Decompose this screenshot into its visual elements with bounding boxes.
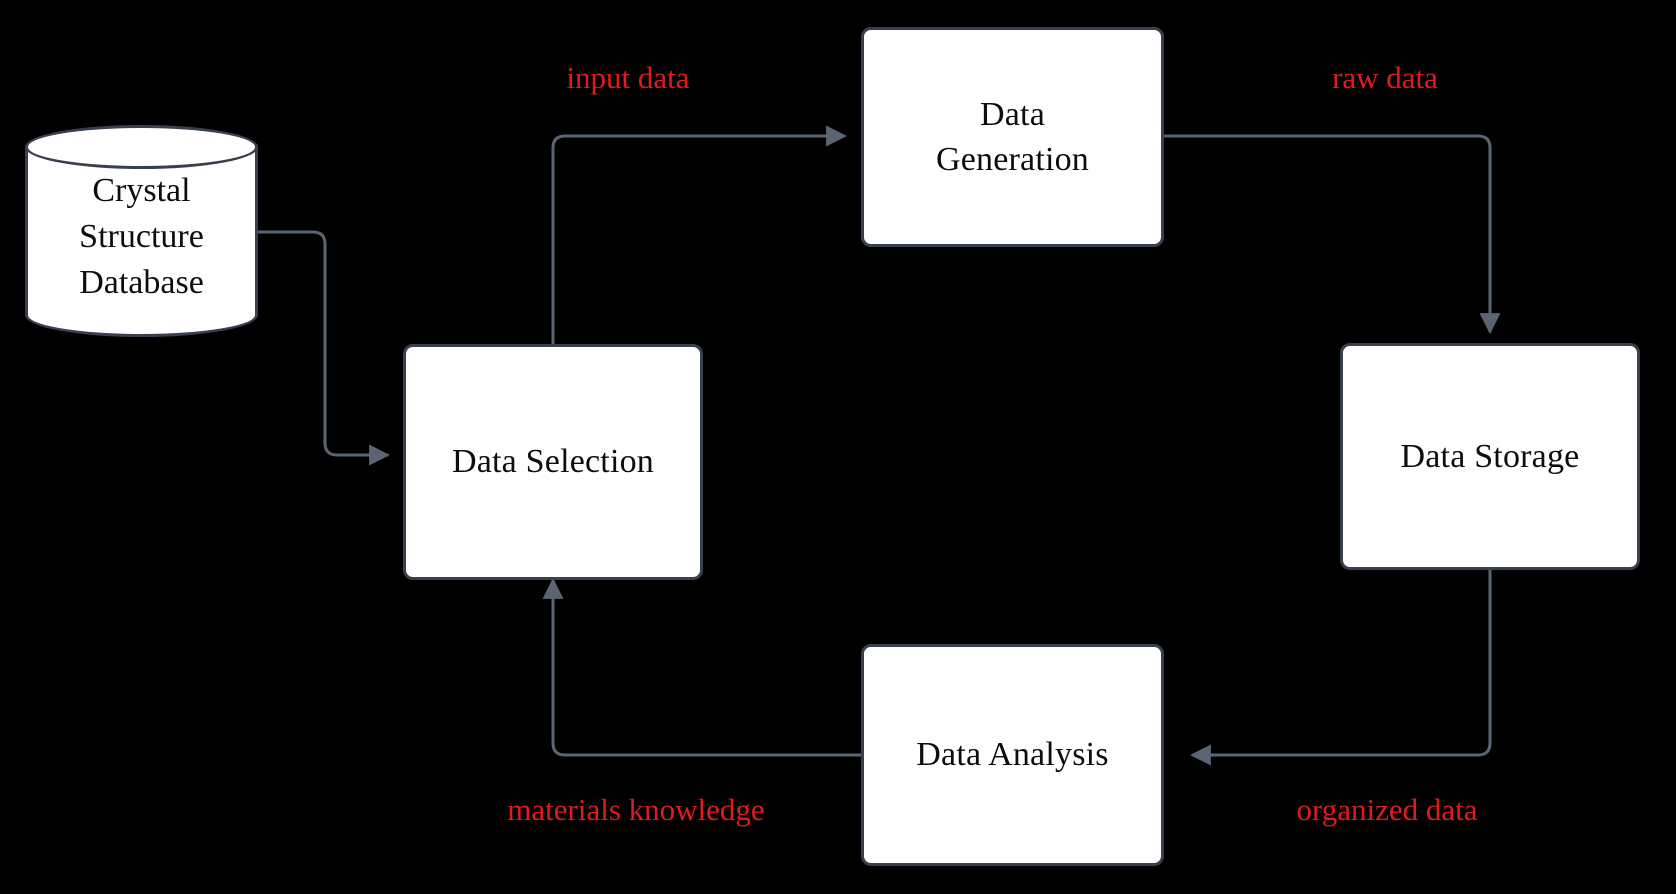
node-label-data-selection: Data Selection (451, 443, 654, 481)
node-label-data-generation: Data Generation (935, 95, 1090, 178)
cylinder-top (25, 125, 258, 169)
edge-storage-to-analysis (1189, 570, 1492, 766)
node-label-database: Crystal Structure Database (79, 172, 204, 301)
node-data-storage[interactable]: Data Storage (1340, 343, 1640, 570)
edge-label-materials-knowledge: materials knowledge (507, 792, 765, 827)
edge-db-to-selection (258, 230, 391, 466)
edge-selection-to-generation (551, 125, 848, 344)
edge-label-input-data: input data (566, 60, 690, 95)
edge-generation-to-storage (1164, 134, 1501, 335)
cylinder-body (25, 147, 258, 315)
node-label-data-analysis: Data Analysis (916, 736, 1109, 774)
node-data-generation[interactable]: Data Generation (861, 27, 1164, 247)
edge-label-organized-data: organized data (1296, 792, 1478, 827)
edge-analysis-to-selection (542, 577, 861, 757)
edge-label-raw-data: raw data (1332, 60, 1438, 95)
node-crystal-structure-database[interactable]: Crystal Structure Database (25, 125, 258, 337)
node-label-data-storage: Data Storage (1400, 437, 1580, 475)
node-data-selection[interactable]: Data Selection (403, 344, 703, 580)
node-data-analysis[interactable]: Data Analysis (861, 644, 1164, 866)
